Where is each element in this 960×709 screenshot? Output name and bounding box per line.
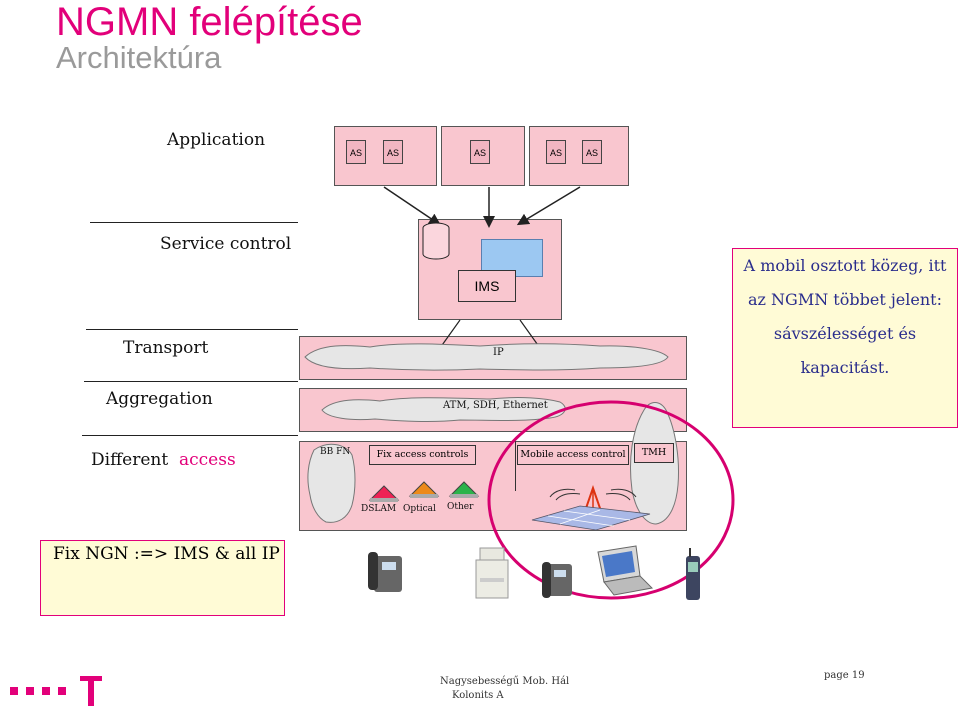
tmh-box: TMH <box>634 443 674 463</box>
as-box: AS <box>383 140 403 164</box>
atm-cloud <box>321 397 566 423</box>
mobile-divider <box>515 441 688 491</box>
note-line: sávszélességet és <box>773 324 917 343</box>
as-box: AS <box>346 140 366 164</box>
cell-grid-icon <box>531 505 651 531</box>
layer-label-transport: Transport <box>123 338 209 358</box>
desk-phone-icon <box>542 562 572 598</box>
mobile-highlight-ellipse <box>487 400 735 600</box>
other-label: Other <box>447 502 474 512</box>
optical-equipment-icon <box>408 481 440 498</box>
footer-dot <box>58 687 66 695</box>
ip-label: IP <box>493 347 504 358</box>
note-line: kapacitást. <box>800 358 890 377</box>
atm-label: ATM, SDH, Ethernet <box>443 400 548 411</box>
ims-label: IMS <box>458 270 516 302</box>
desk-phone-icon <box>368 552 402 592</box>
as-box: AS <box>470 140 490 164</box>
layer-label-aggregation: Aggregation <box>106 389 213 409</box>
bb-fn-cloud <box>307 443 356 523</box>
as-box: AS <box>546 140 566 164</box>
layer-label-application: Application <box>167 130 266 150</box>
bb-fn-label: BB FN <box>320 447 351 457</box>
layer-label-different: Different access <box>91 450 236 470</box>
layer-label-service-control: Service control <box>160 234 292 254</box>
access-word: access <box>179 450 236 470</box>
footer-dot <box>10 687 18 695</box>
application-server-group <box>529 126 629 186</box>
note-line: az NGMN többet jelent: <box>748 290 942 309</box>
as-box: AS <box>582 140 602 164</box>
mobile-phone-icon <box>686 548 700 600</box>
ip-cloud <box>304 343 669 371</box>
mobile-access-control-box: Mobile access control <box>517 445 629 465</box>
telekom-logo-icon <box>80 676 102 706</box>
divider <box>82 435 298 436</box>
fax-machine-icon <box>475 547 509 599</box>
divider <box>84 381 298 382</box>
footer-author: Kolonits A <box>452 690 504 701</box>
optical-label: Optical <box>403 504 436 514</box>
footer-dot <box>42 687 50 695</box>
database-icon <box>422 222 450 260</box>
footer-course: Nagysebességű Mob. Hál <box>440 676 570 687</box>
fix-access-controls-box: Fix access controls <box>369 445 476 465</box>
page-number: page 19 <box>824 670 865 681</box>
footer-dot <box>26 687 34 695</box>
fix-ngn-box: Fix NGN :=> IMS & all IP <box>40 540 285 616</box>
note-line: A mobil osztott közeg, itt <box>743 256 947 275</box>
other-equipment-icon <box>448 481 480 498</box>
divider <box>90 222 298 223</box>
dslam-label: DSLAM <box>361 504 397 514</box>
connector-line <box>439 319 461 349</box>
laptop-icon <box>597 545 654 596</box>
tmh-cloud <box>630 402 679 525</box>
connector-arrow <box>383 186 441 226</box>
dslam-equipment-icon <box>368 485 400 502</box>
mobile-note-box: A mobil osztott közeg, itt az NGMN többe… <box>732 248 958 428</box>
divider <box>86 329 298 330</box>
page-title: NGMN felépítése <box>56 0 363 44</box>
different-word: Different <box>91 450 169 470</box>
page-subtitle: Architektúra <box>56 40 222 75</box>
connector-arrow <box>516 186 581 226</box>
